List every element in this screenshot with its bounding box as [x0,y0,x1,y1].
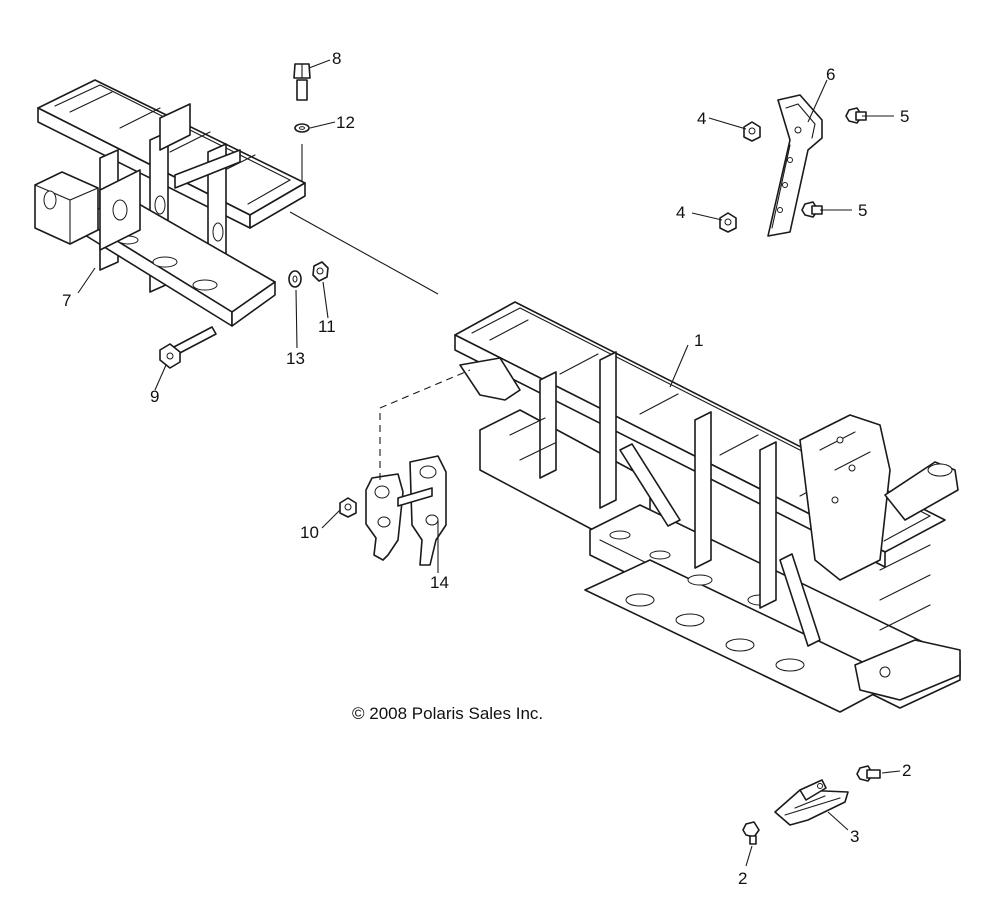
callout-5-lower: 5 [858,201,867,220]
callout-10: 10 [300,523,319,542]
copyright-notice: © 2008 Polaris Sales Inc. [352,704,543,723]
callout-7: 7 [62,291,71,310]
nut-part-11 [312,261,329,282]
skid-bracket-part-3 [774,779,849,826]
callout-8: 8 [332,49,341,68]
bolt-part-2-upper [856,765,881,782]
callout-14: 14 [430,573,449,592]
mount-bracket-part-14 [365,455,447,566]
callout-2-upper: 2 [902,761,911,780]
washer-part-12 [294,123,310,133]
bolt-part-5-upper [845,107,867,124]
callout-4-lower: 4 [676,203,685,222]
callout-6: 6 [826,65,835,84]
bracket-part-6 [767,94,823,237]
callout-5-upper: 5 [900,107,909,126]
rear-subframe-part-7 [34,79,306,327]
callout-2-lower: 2 [738,869,747,888]
bolt-part-2-lower [742,821,760,845]
callout-11: 11 [318,317,336,336]
main-frame-part-1 [454,301,961,713]
callout-3: 3 [850,827,859,846]
bolt-part-8 [293,63,311,101]
nut-part-4-lower [719,212,737,233]
bolt-part-9 [159,326,217,369]
nut-part-10 [339,497,357,518]
callout-9: 9 [150,387,159,406]
nut-part-4-upper [743,121,761,142]
callout-labels: 1 2 2 3 4 4 5 5 6 7 8 9 10 11 12 13 14 [62,49,911,888]
bolt-part-5-lower [801,201,823,218]
callout-1: 1 [694,331,703,350]
callout-4-upper: 4 [697,109,706,128]
leader-lines [77,59,901,867]
callout-13: 13 [286,349,305,368]
washer-part-13 [288,270,302,288]
callout-12: 12 [336,113,355,132]
